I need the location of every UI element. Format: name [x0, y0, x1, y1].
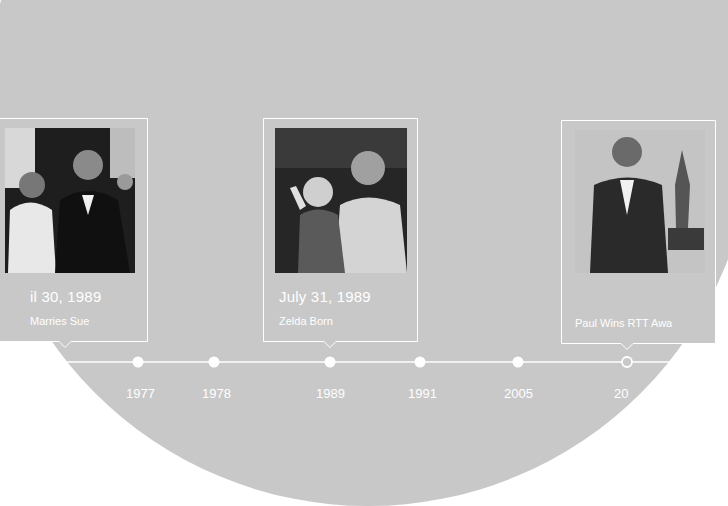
- year-label: 1978: [202, 386, 231, 401]
- timeline-dot-active: [622, 357, 632, 367]
- event-caption: Paul Wins RTT Awa: [575, 317, 672, 329]
- year-label: 1977: [126, 386, 155, 401]
- timeline-dot: [415, 357, 426, 368]
- timeline-dot: [325, 357, 336, 368]
- photo: [275, 128, 407, 273]
- year-label: 1991: [408, 386, 437, 401]
- photo: [5, 128, 135, 273]
- year-label: 2005: [504, 386, 533, 401]
- timeline-axis: [0, 361, 728, 363]
- card-outline: [0, 119, 148, 348]
- event-date: il 30, 1989: [30, 288, 101, 305]
- event-date: July 31, 1989: [279, 288, 371, 305]
- timeline-card: July 31, 1989Zelda Born: [263, 118, 418, 342]
- timeline-dot: [209, 357, 220, 368]
- card-outline: [264, 119, 418, 348]
- event-caption: Marries Sue: [30, 315, 89, 327]
- year-label: 20: [614, 386, 628, 401]
- card-outline: [562, 121, 716, 350]
- timeline-dot: [133, 357, 144, 368]
- year-label: 1989: [316, 386, 345, 401]
- event-caption: Zelda Born: [279, 315, 333, 327]
- timeline-card: Paul Wins RTT Awa: [561, 120, 716, 344]
- timeline-card: il 30, 1989Marries Sue: [0, 118, 148, 342]
- photo: [575, 130, 705, 273]
- timeline-dot: [513, 357, 524, 368]
- timeline-dots: [133, 357, 633, 368]
- card-outlines: [0, 119, 716, 350]
